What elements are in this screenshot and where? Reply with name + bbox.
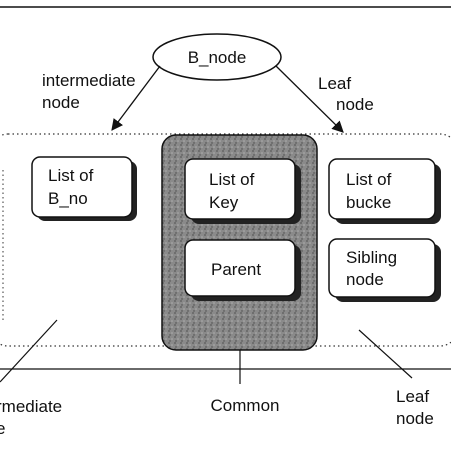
sibling-node-line1: Sibling	[346, 248, 397, 267]
b-node-ellipse	[152, 33, 282, 81]
arrow-to-intermediate	[111, 65, 161, 131]
list-of-bucke-line1: List of	[346, 170, 392, 189]
list-of-bucke-box	[328, 158, 436, 220]
list-of-key-line1: List of	[209, 170, 255, 189]
parent-label: Parent	[211, 260, 261, 279]
b-node-label: B_node	[188, 48, 247, 67]
list-of-key-box	[184, 158, 296, 220]
parent-box	[184, 239, 296, 297]
list-of-b-no-box	[31, 156, 133, 218]
sibling-node-line2: node	[346, 270, 384, 289]
intermediate-top-label-line2: node	[42, 93, 80, 112]
list-of-b-no-line1: List of	[48, 166, 94, 185]
leaf-top-label-line2: node	[336, 95, 374, 114]
common-bottom-label: Common	[211, 396, 280, 415]
leaf-top-label-line1: Leaf	[318, 74, 351, 93]
sibling-node-box	[328, 238, 436, 298]
arrow-to-leaf	[275, 65, 344, 133]
intermediate-bottom-line1: rmediate	[0, 397, 62, 416]
pointer-leaf	[358, 329, 413, 379]
intermediate-bottom-line2: e	[0, 419, 5, 438]
list-of-b-no-line2: B_no	[48, 189, 88, 208]
node-region-outline	[0, 133, 451, 347]
pointer-intermediate	[0, 319, 58, 383]
list-of-key-line2: Key	[209, 193, 239, 212]
list-of-bucke-line2: bucke	[346, 193, 391, 212]
leaf-bottom-line1: Leaf	[396, 387, 429, 406]
intermediate-top-label-line1: intermediate	[42, 71, 136, 90]
leaf-bottom-line2: node	[396, 409, 434, 428]
